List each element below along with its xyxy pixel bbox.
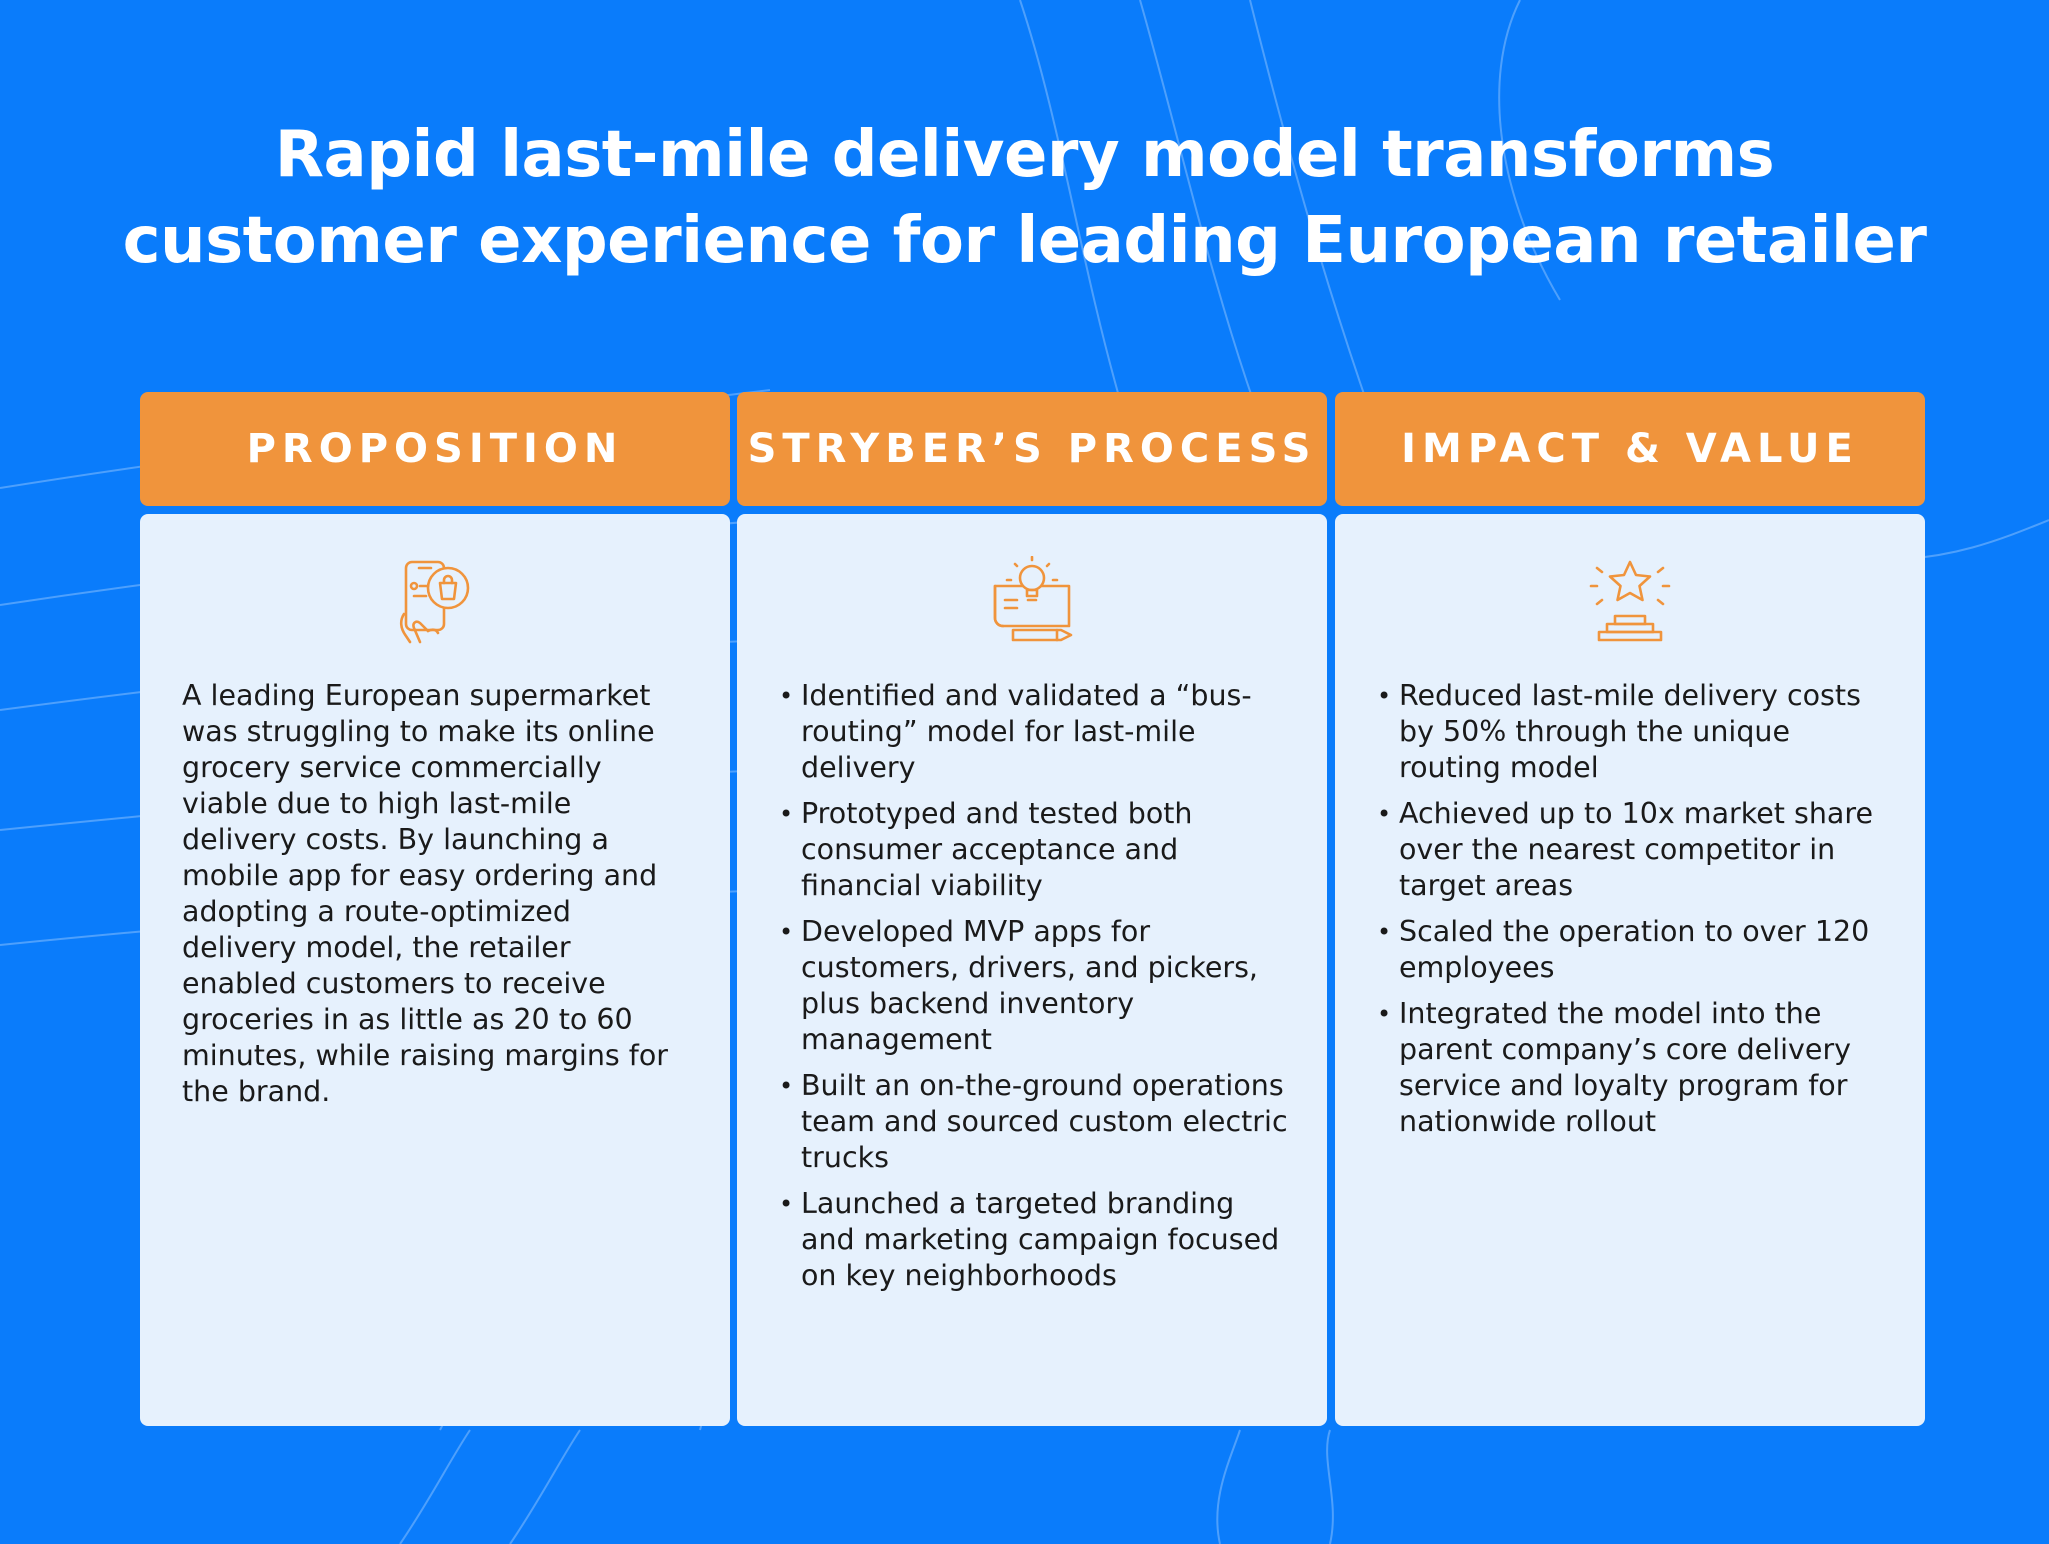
list-item: Prototyped and tested both consumer acce… bbox=[779, 796, 1295, 904]
column-proposition: PROPOSITION A leading European supermark… bbox=[140, 392, 730, 1426]
list-item: Achieved up to 10x market share over the… bbox=[1377, 796, 1893, 904]
list-item: Identified and validated a “bus-routing”… bbox=[779, 678, 1295, 786]
mobile-shopping-icon bbox=[390, 556, 480, 646]
list-item: Integrated the model into the parent com… bbox=[1377, 996, 1893, 1140]
column-header-proposition: PROPOSITION bbox=[140, 392, 730, 506]
list-item: Reduced last-mile delivery costs by 50% … bbox=[1377, 678, 1893, 786]
star-podium-icon bbox=[1585, 556, 1675, 646]
process-bullet-list: Identified and validated a “bus-routing”… bbox=[779, 678, 1295, 1304]
column-process: STRYBER’S PROCESS Identified and val bbox=[737, 392, 1327, 1426]
idea-blueprint-icon bbox=[987, 556, 1077, 646]
impact-bullet-list: Reduced last-mile delivery costs by 50% … bbox=[1377, 678, 1893, 1150]
column-card-proposition: A leading European supermarket was strug… bbox=[140, 514, 730, 1426]
column-header-impact: IMPACT & VALUE bbox=[1335, 392, 1925, 506]
column-impact: IMPACT & VALUE Reduced last-mile deliver… bbox=[1335, 392, 1925, 1426]
list-item: Developed MVP apps for customers, driver… bbox=[779, 914, 1295, 1058]
column-card-process: Identified and validated a “bus-routing”… bbox=[737, 514, 1327, 1426]
column-header-process: STRYBER’S PROCESS bbox=[737, 392, 1327, 506]
title-line-2: customer experience for leading European… bbox=[122, 204, 1927, 278]
column-card-impact: Reduced last-mile delivery costs by 50% … bbox=[1335, 514, 1925, 1426]
list-item: Launched a targeted branding and marketi… bbox=[779, 1186, 1295, 1294]
title-line-1: Rapid last-mile delivery model transform… bbox=[274, 118, 1775, 192]
page-title: Rapid last-mile delivery model transform… bbox=[0, 112, 2049, 284]
list-item: Scaled the operation to over 120 employe… bbox=[1377, 914, 1893, 986]
proposition-text: A leading European supermarket was strug… bbox=[182, 679, 668, 1108]
list-item: Built an on-the-ground operations team a… bbox=[779, 1068, 1295, 1176]
